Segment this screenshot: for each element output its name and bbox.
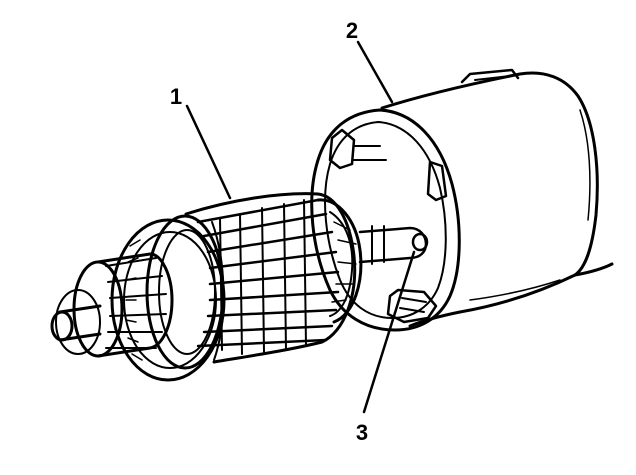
- callout-label-2: 2: [346, 18, 358, 43]
- armature: [145, 192, 357, 370]
- shaft-front: [50, 289, 102, 355]
- pinion-sleeve: [72, 252, 174, 358]
- leader-line-1: [185, 104, 232, 200]
- callout-label-1: 1: [170, 84, 182, 109]
- callout-label-3: 3: [356, 420, 368, 445]
- callout-labels: 1 2 3: [170, 18, 368, 445]
- leader-line-2: [356, 40, 394, 104]
- callout-leaders: [185, 40, 416, 414]
- leader-line-3: [362, 250, 416, 414]
- shaft-rear: [358, 225, 429, 265]
- front-flange: [110, 218, 226, 382]
